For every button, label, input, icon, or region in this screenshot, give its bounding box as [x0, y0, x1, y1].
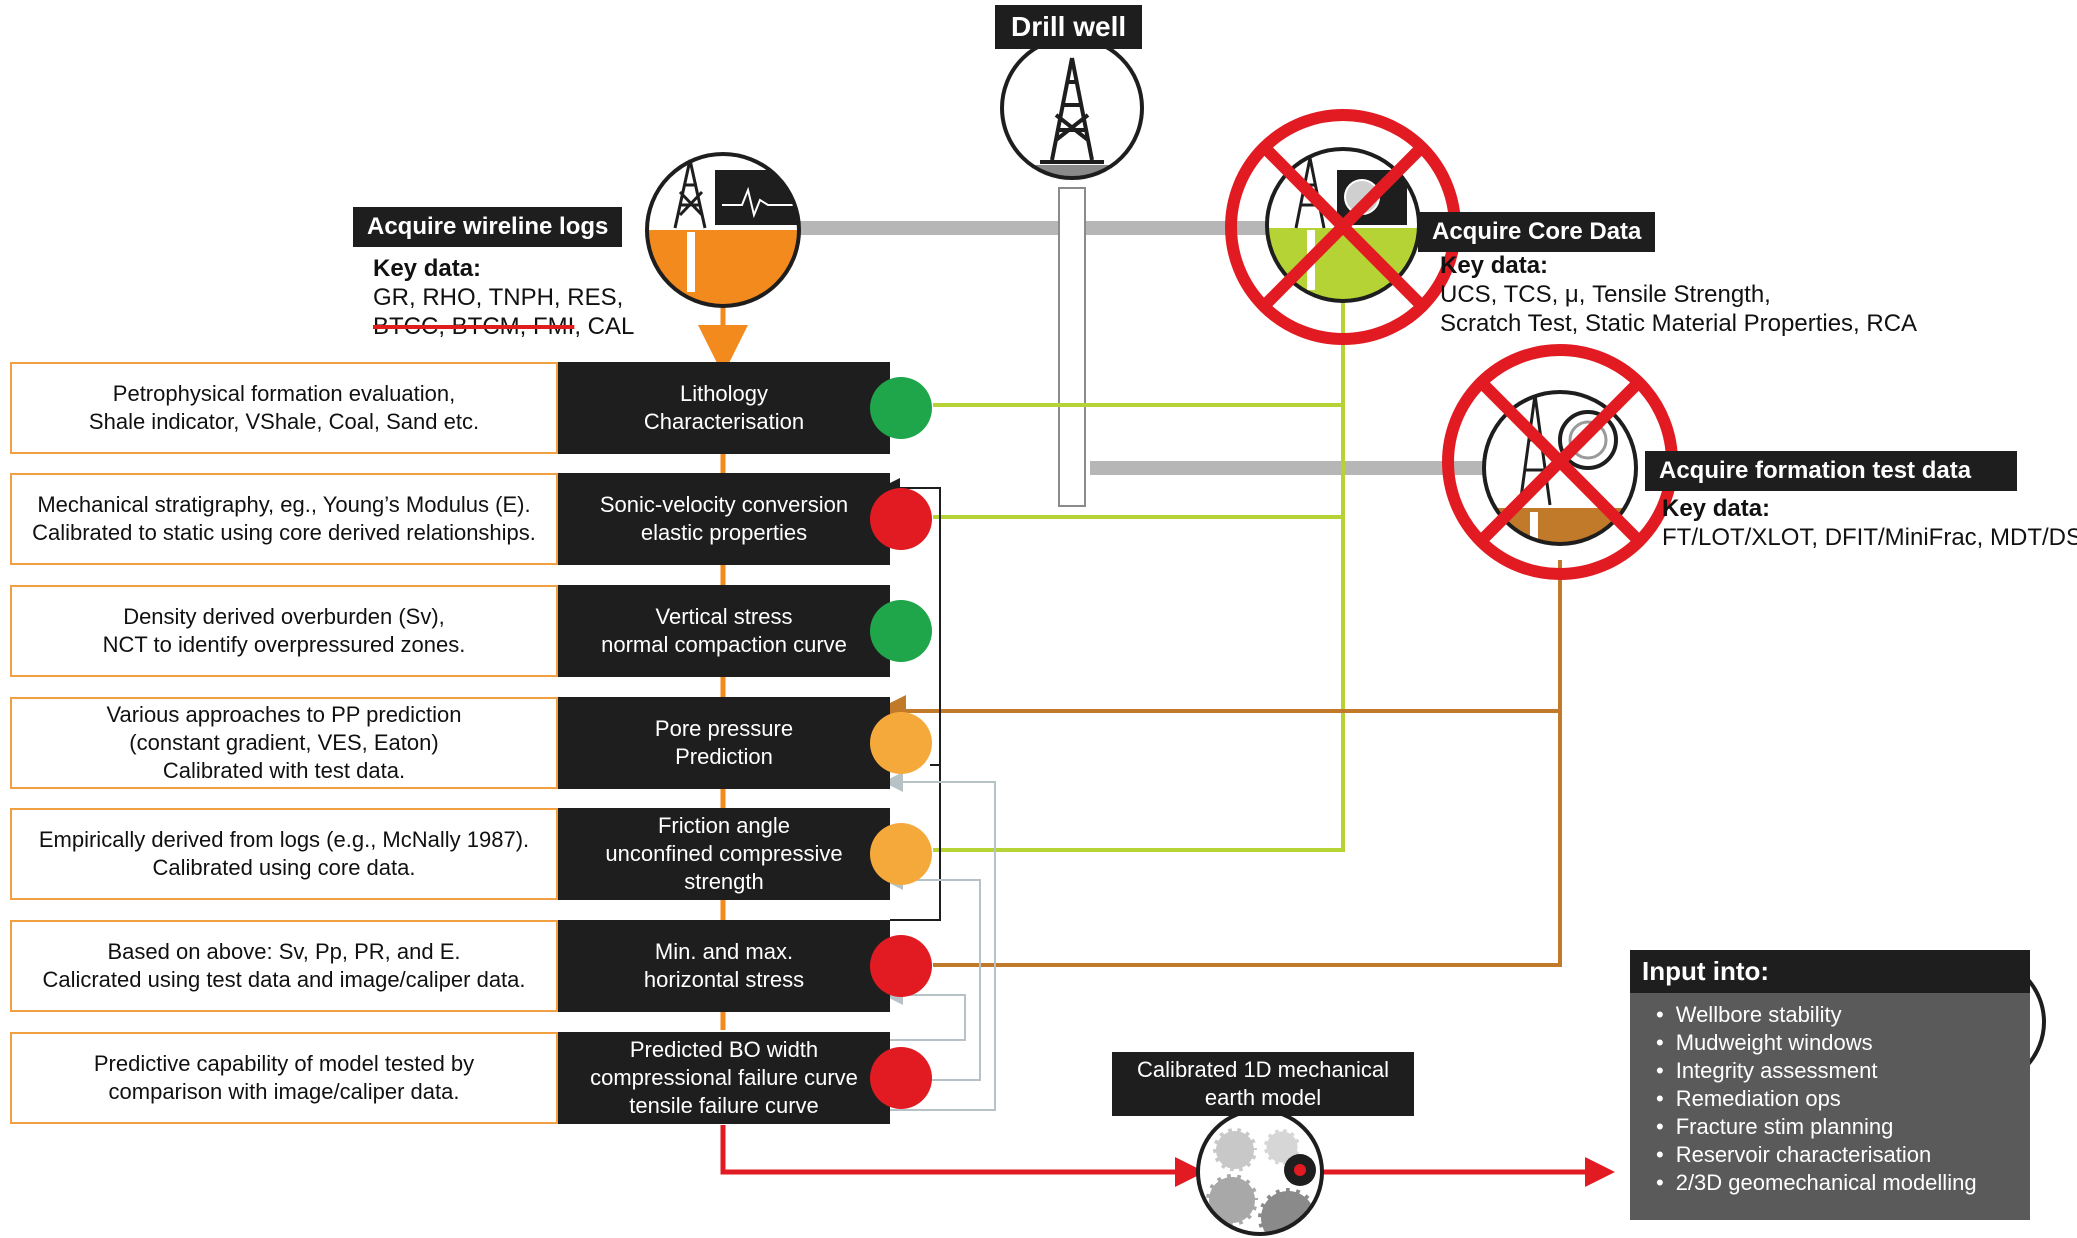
formation-test-key-label: Key data: — [1662, 495, 1771, 522]
feedback-bracket-black — [880, 478, 941, 921]
step-description: Mechanical stratigraphy, eg., Young’s Mo… — [10, 473, 558, 565]
status-dot-amber — [870, 712, 932, 774]
formation-test-key-line1: FT/LOT/XLOT, DFIT/MiniFrac, MDT/DST — [1662, 524, 2077, 551]
wireline-key-label: Key data: — [373, 255, 482, 282]
step-title: Pore pressure Prediction — [558, 697, 890, 789]
drill-rig-icon — [1000, 36, 1144, 180]
step-title: Predicted BO width compressional failure… — [558, 1032, 890, 1124]
step-title: Min. and max. horizontal stress — [558, 920, 890, 1012]
input-into-item: 2/3D geomechanical modelling — [1656, 1169, 2030, 1197]
wireline-derrick-log-icon — [645, 152, 801, 308]
input-into-title: Input into: — [1630, 950, 2030, 993]
status-dot-amber — [870, 823, 932, 885]
step-description: Density derived overburden (Sv), NCT to … — [10, 585, 558, 677]
status-dot-red — [870, 935, 932, 997]
step-description: Various approaches to PP prediction (con… — [10, 697, 558, 789]
core-key-label: Key data: — [1440, 252, 1549, 279]
input-into-item: Mudweight windows — [1656, 1029, 2030, 1057]
status-dot-green — [870, 377, 932, 439]
wireline-key-tail: , CAL — [574, 313, 635, 340]
core-feed-line — [933, 300, 1345, 852]
input-into-item: Remediation ops — [1656, 1085, 2030, 1113]
step-title: Lithology Characterisation — [558, 362, 890, 454]
input-into-list: Wellbore stabilityMudweight windowsInteg… — [1630, 993, 2030, 1197]
step-title: Friction angle unconfined compressive st… — [558, 808, 890, 900]
status-dot-green — [870, 600, 932, 662]
test-feed-line — [933, 560, 1562, 967]
input-into-item: Fracture stim planning — [1656, 1113, 2030, 1141]
input-into-item: Integrity assessment — [1656, 1057, 2030, 1085]
formation-test-title: Acquire formation test data — [1645, 451, 2017, 491]
feedback-bracket-gray-1 — [883, 772, 996, 1111]
step-title: Vertical stress normal compaction curve — [558, 585, 890, 677]
input-into-item: Wellbore stability — [1656, 1001, 2030, 1029]
drill-pipe — [1058, 187, 1086, 507]
core-title: Acquire Core Data — [1418, 212, 1656, 252]
core-key-line1: UCS, TCS, μ, Tensile Strength, — [1440, 281, 1771, 308]
feedback-bracket-gray-3 — [883, 985, 966, 1041]
step-description: Empirically derived from logs (e.g., McN… — [10, 808, 558, 900]
gears-icon — [1196, 1108, 1324, 1236]
pressure-gauge-derrick-icon — [1482, 390, 1638, 546]
core-key-line2: Scratch Test, Static Material Properties… — [1440, 310, 1918, 337]
wireline-key-line2: BTCC, BTCM, FMI, CAL — [373, 312, 634, 341]
status-dot-red — [870, 488, 932, 550]
input-into-item: Reservoir characterisation — [1656, 1141, 2030, 1169]
core-key-data: Key data: UCS, TCS, μ, Tensile Strength,… — [1440, 251, 1917, 338]
feedback-bracket-gray-2 — [883, 870, 981, 1081]
step-description: Petrophysical formation evaluation, Shal… — [10, 362, 558, 454]
wireline-title: Acquire wireline logs — [353, 207, 623, 247]
gray-connector-mid — [1090, 461, 1490, 475]
wireline-key-struck: BTCC, BTCM, FMI — [373, 313, 575, 340]
step-title: Sonic-velocity conversion elastic proper… — [558, 473, 890, 565]
formation-test-key-data: Key data: FT/LOT/XLOT, DFIT/MiniFrac, MD… — [1662, 494, 2077, 552]
gray-connector-top — [800, 221, 1280, 235]
drill-well-title: Drill well — [995, 5, 1143, 49]
step-description: Based on above: Sv, Pp, PR, and E. Calic… — [10, 920, 558, 1012]
earth-model-label: Calibrated 1D mechanical earth model — [1112, 1052, 1414, 1116]
step-description: Predictive capability of model tested by… — [10, 1032, 558, 1124]
input-into-panel: Input into: Wellbore stabilityMudweight … — [1630, 950, 2030, 1220]
wireline-key-data: Key data: GR, RHO, TNPH, RES, BTCC, BTCM… — [373, 254, 634, 341]
red-flow-to-model — [720, 1125, 1205, 1187]
status-dot-red — [870, 1047, 932, 1109]
wireline-key-line1: GR, RHO, TNPH, RES, — [373, 284, 624, 311]
